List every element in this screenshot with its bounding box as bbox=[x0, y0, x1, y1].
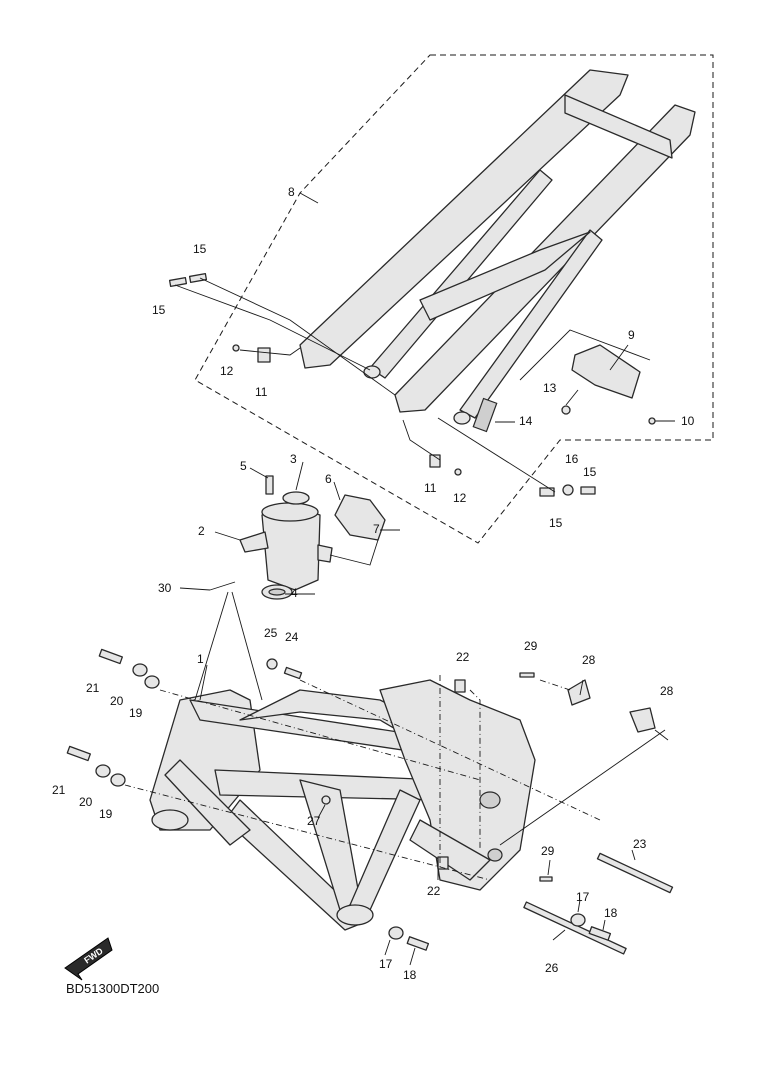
callout-27: 27 bbox=[307, 814, 321, 828]
callout-18: 18 bbox=[403, 968, 417, 982]
callout-16: 16 bbox=[565, 452, 579, 466]
callout-29: 29 bbox=[524, 639, 538, 653]
callout-15: 15 bbox=[152, 303, 166, 317]
callout-22: 22 bbox=[427, 884, 441, 898]
seat-bracket bbox=[571, 344, 641, 399]
subframe-leaders bbox=[174, 192, 675, 493]
callout-7: 7 bbox=[373, 522, 380, 536]
callout-20: 20 bbox=[110, 694, 124, 708]
forward-direction-arrow: FWD bbox=[64, 937, 113, 981]
callout-21: 21 bbox=[52, 783, 66, 797]
callout-18: 18 bbox=[604, 906, 618, 920]
wire-harness-bracket bbox=[334, 494, 386, 541]
callout-15: 15 bbox=[549, 516, 563, 530]
callout-15: 15 bbox=[583, 465, 597, 479]
diagram-code: BD51300DT200 bbox=[66, 981, 159, 996]
callout-24: 24 bbox=[285, 630, 299, 644]
steering-head bbox=[239, 491, 333, 600]
engine-mount-hardware-right bbox=[388, 672, 674, 955]
callout-1: 1 bbox=[197, 652, 204, 666]
callout-5: 5 bbox=[240, 459, 247, 473]
callout-12: 12 bbox=[453, 491, 467, 505]
callout-12: 12 bbox=[220, 364, 234, 378]
main-frame bbox=[149, 679, 536, 931]
callout-28: 28 bbox=[660, 684, 674, 698]
bolt-5 bbox=[265, 475, 274, 495]
callout-2: 2 bbox=[198, 524, 205, 538]
callout-10: 10 bbox=[681, 414, 695, 428]
callout-19: 19 bbox=[129, 706, 143, 720]
callout-11: 11 bbox=[255, 385, 268, 399]
callout-17: 17 bbox=[379, 957, 393, 971]
subframe-fasteners bbox=[168, 273, 656, 497]
callout-4: 4 bbox=[291, 586, 298, 600]
rear-subframe bbox=[299, 69, 696, 433]
callout-25: 25 bbox=[264, 626, 278, 640]
callout-6: 6 bbox=[325, 472, 332, 486]
callout-22: 22 bbox=[456, 650, 470, 664]
callout-23: 23 bbox=[633, 837, 647, 851]
callout-14: 14 bbox=[519, 414, 533, 428]
callout-8: 8 bbox=[288, 185, 295, 199]
callout-29: 29 bbox=[541, 844, 555, 858]
callout-15: 15 bbox=[193, 242, 207, 256]
callout-21: 21 bbox=[86, 681, 100, 695]
callout-3: 3 bbox=[290, 452, 297, 466]
callout-11: 11 bbox=[424, 481, 437, 495]
callout-labels: 1234567891011111212131415151515161717181… bbox=[52, 185, 695, 982]
engine-mount-hardware-left bbox=[66, 648, 331, 805]
callout-26: 26 bbox=[545, 961, 559, 975]
callout-17: 17 bbox=[576, 890, 590, 904]
callout-9: 9 bbox=[628, 328, 635, 342]
callout-28: 28 bbox=[582, 653, 596, 667]
callout-13: 13 bbox=[543, 381, 557, 395]
callout-30: 30 bbox=[158, 581, 172, 595]
callout-19: 19 bbox=[99, 807, 113, 821]
callout-20: 20 bbox=[79, 795, 93, 809]
frame-leaders bbox=[124, 461, 669, 966]
